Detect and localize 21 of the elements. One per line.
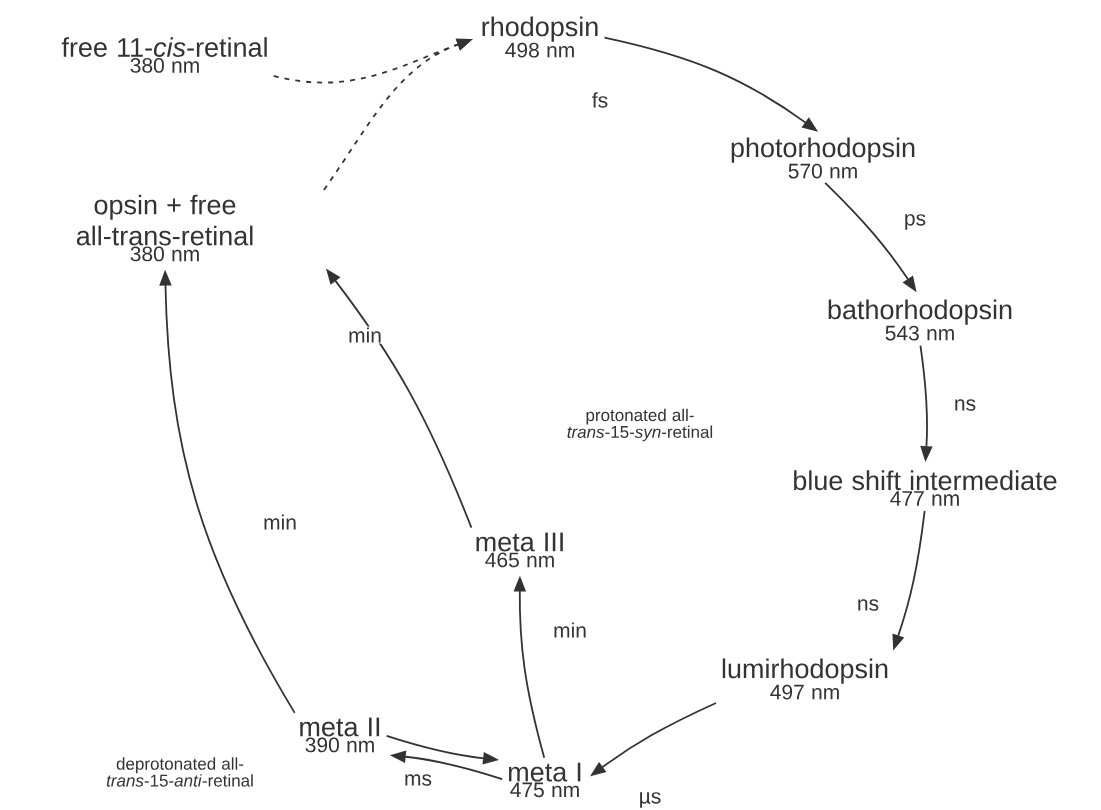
edge-label: min: [552, 621, 588, 639]
edge-label: µs: [637, 791, 663, 809]
edge-label: ms: [403, 773, 433, 787]
state-label: meta II 390 nm: [300, 717, 380, 753]
edge-label: ns: [855, 598, 881, 612]
state-label: free 11-cis-retinal 380 nm: [61, 37, 267, 73]
state-label: rhodopsin 498 nm: [482, 16, 598, 58]
state-label: bathorhodopsin 543 nm: [828, 299, 1012, 341]
state-label: lumirhodopsin 497 nm: [722, 658, 888, 700]
edge-label: ns: [952, 398, 978, 412]
note-text: protonated all-trans-15-syn-retinal: [567, 408, 713, 442]
state-label: opsin + free all-trans-retinal 380 nm: [76, 194, 253, 262]
edge-label: min: [347, 326, 383, 344]
note-text: deprotonated all-trans-15-anti-retinal: [106, 757, 253, 787]
edge-label: fs: [590, 91, 610, 109]
state-label: blue shift intermediate 477 nm: [794, 470, 1057, 506]
state-label: meta I 475 nm: [509, 762, 581, 798]
edge-label: ps: [902, 213, 928, 231]
state-label: photorhodopsin 570 nm: [731, 137, 915, 179]
edge-label: min: [262, 513, 298, 531]
state-label: meta III 465 nm: [476, 532, 563, 568]
